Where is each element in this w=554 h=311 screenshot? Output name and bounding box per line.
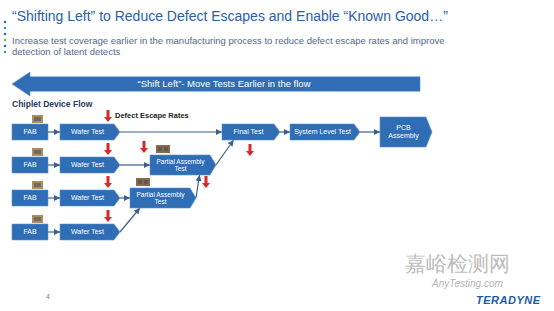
node-label: PCB Assembly (383, 124, 424, 139)
node-shape (222, 124, 280, 140)
test-step: Wafer Test (60, 157, 120, 173)
node-shape (12, 224, 48, 240)
node-shape (150, 155, 216, 175)
node-label: Final Test (225, 128, 272, 136)
test-step: Final Test (222, 124, 280, 140)
node-label: Wafer Test (63, 128, 112, 136)
test-step: Wafer Test (60, 224, 120, 240)
node-shape (60, 124, 120, 140)
fab-box: FAB (12, 224, 48, 240)
watermark: AnyTesting.com (432, 278, 503, 290)
connectors (48, 132, 380, 232)
node-text: Wafer Test (63, 128, 112, 136)
test-step: System Level Test (290, 124, 360, 140)
node-label: Wafer Test (63, 194, 112, 202)
test-step: Partial Assembly Test (130, 188, 196, 208)
flow-connector (48, 231, 60, 232)
node-shape (12, 157, 48, 173)
flow-connector (196, 175, 200, 198)
section-heading: Chiplet Device Flow (12, 99, 92, 109)
node-text: Wafer Test (63, 194, 112, 202)
node-shape (60, 190, 120, 206)
flow-connector (48, 197, 60, 198)
subtitle: Increase test coverage earlier in the ma… (12, 35, 457, 58)
slide-title: “Shifting Left” to Reduce Defect Escapes… (12, 8, 547, 25)
node-shape (290, 124, 360, 140)
node-text: Wafer Test (63, 228, 112, 236)
node-text: Partial Assembly Test (133, 191, 188, 205)
node-shape (12, 190, 48, 206)
company-logo: TERADYNE (476, 294, 541, 307)
corner-dots (4, 21, 7, 54)
node-text: FAB (14, 194, 46, 202)
flow-connector (48, 164, 60, 165)
page-number: 4 (46, 293, 50, 301)
node-shape (12, 124, 48, 140)
node-text: FAB (14, 228, 46, 236)
node-label: “Shift Left”- Move Tests Earlier in the … (34, 79, 414, 89)
flow-connector (120, 131, 222, 132)
node-text: FAB (14, 128, 46, 136)
test-step: Wafer Test (60, 190, 120, 206)
node-label: Partial Assembly Test (153, 158, 208, 172)
node-shape (60, 224, 120, 240)
node-label: System Level Test (293, 128, 352, 136)
watermark: 嘉峪检测网 (405, 251, 510, 276)
node-label: FAB (14, 228, 46, 236)
node-label: FAB (14, 128, 46, 136)
node-shape (12, 72, 420, 96)
flow-connector (280, 131, 290, 132)
node-shape (380, 117, 432, 147)
fab-box: FAB (12, 157, 48, 173)
node-shape (60, 157, 120, 173)
assembly-step: PCB Assembly (380, 117, 432, 147)
annotation: Defect Escape Rates (115, 111, 189, 120)
fab-box: FAB (12, 124, 48, 140)
fab-box: FAB (12, 190, 48, 206)
node-label: Wafer Test (63, 228, 112, 236)
test-step: Wafer Test (60, 124, 120, 140)
node-text: System Level Test (293, 128, 352, 136)
node-text: “Shift Left”- Move Tests Earlier in the … (34, 79, 414, 89)
node-text: Final Test (225, 128, 272, 136)
node-label: FAB (14, 194, 46, 202)
node-text: FAB (14, 161, 46, 169)
node-shape (130, 188, 196, 208)
node-label: Partial Assembly Test (133, 191, 188, 205)
flow-connector (120, 164, 150, 165)
test-step: Partial Assembly Test (150, 155, 216, 175)
node-text: PCB Assembly (383, 124, 424, 139)
flow-connector (360, 131, 380, 132)
shift-left-arrow: “Shift Left”- Move Tests Earlier in the … (12, 72, 420, 96)
flow-connector (216, 140, 234, 165)
flow-connector (48, 131, 60, 132)
node-label: Wafer Test (63, 161, 112, 169)
flow-connector (120, 197, 130, 198)
node-text: Wafer Test (63, 161, 112, 169)
node-label: FAB (14, 161, 46, 169)
node-text: Partial Assembly Test (153, 158, 208, 172)
flow-connector (120, 208, 140, 232)
